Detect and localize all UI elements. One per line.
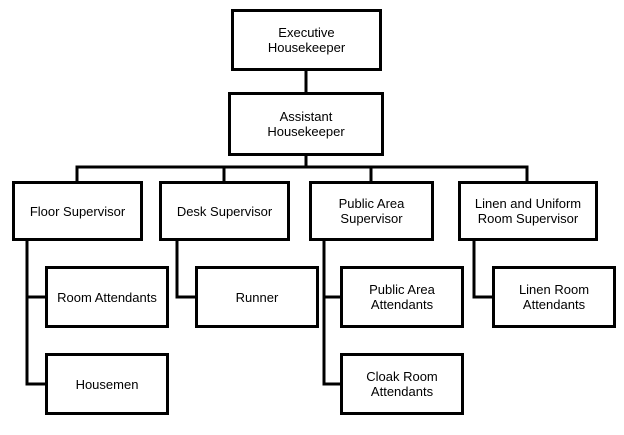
executive-housekeeper-box: Executive Housekeeper <box>231 9 382 71</box>
desk-supervisor-box: Desk Supervisor <box>159 181 290 241</box>
desk-supervisor-label: Desk Supervisor <box>176 203 273 219</box>
assistant-housekeeper-label: Assistant Housekeeper <box>267 109 345 139</box>
linen-room-attendants-label: Linen Room Attendants <box>518 282 590 312</box>
cloak-room-attendants-label: Cloak Room Attendants <box>366 369 438 399</box>
runner-label: Runner <box>235 289 279 305</box>
cloak-room-attendants-box: Cloak Room Attendants <box>340 353 464 415</box>
linen-room-attendants-box: Linen Room Attendants <box>492 266 616 328</box>
floor-supervisor-label: Floor Supervisor <box>29 203 126 219</box>
public-area-supervisor-label: Public Area Supervisor <box>338 196 405 226</box>
room-attendants-box: Room Attendants <box>45 266 169 328</box>
housemen-label: Housemen <box>75 376 139 392</box>
connector-desk-runner <box>175 239 197 299</box>
floor-supervisor-box: Floor Supervisor <box>12 181 143 241</box>
executive-housekeeper-label: Executive Housekeeper <box>267 25 346 55</box>
runner-box: Runner <box>195 266 319 328</box>
connector-public-children <box>322 239 342 386</box>
assistant-housekeeper-box: Assistant Housekeeper <box>228 92 384 156</box>
connector-floor-children <box>25 239 47 386</box>
public-area-attendants-label: Public Area Attendants <box>369 282 435 312</box>
connector-linen-attendants <box>472 239 494 299</box>
housemen-box: Housemen <box>45 353 169 415</box>
linen-uniform-supervisor-box: Linen and Uniform Room Supervisor <box>458 181 598 241</box>
public-area-attendants-box: Public Area Attendants <box>340 266 464 328</box>
linen-uniform-supervisor-label: Linen and Uniform Room Supervisor <box>474 196 582 226</box>
room-attendants-label: Room Attendants <box>57 289 157 305</box>
public-area-supervisor-box: Public Area Supervisor <box>309 181 434 241</box>
